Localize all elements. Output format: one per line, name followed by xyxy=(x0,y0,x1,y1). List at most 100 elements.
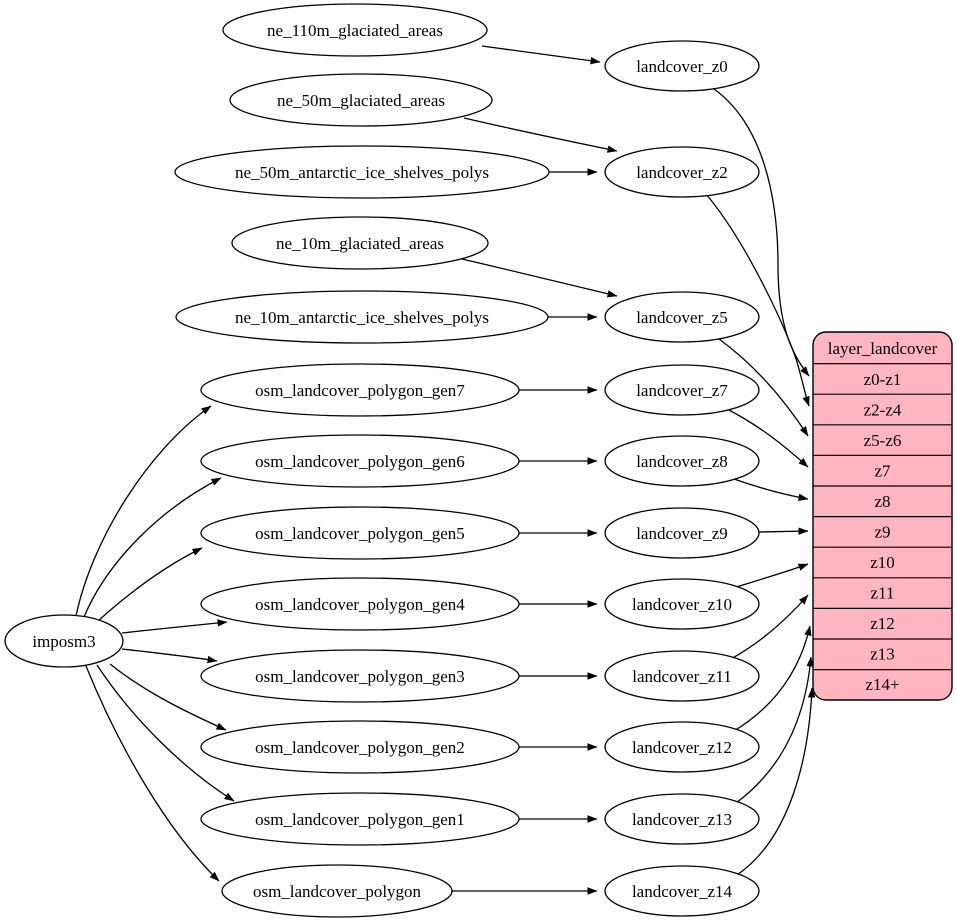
edge-landcover-z11-to-row-z11 xyxy=(728,594,809,661)
node-ellipse xyxy=(604,578,760,630)
node-osm-landcover-polygon-gen2: osm_landcover_polygon_gen2 xyxy=(200,720,520,774)
node-ellipse xyxy=(604,507,760,559)
node-ellipse xyxy=(174,145,550,199)
edge-imposm3-to-osm-landcover-polygon-gen1 xyxy=(96,664,235,802)
node-landcover-z0: landcover_z0 xyxy=(604,40,760,92)
node-osm-landcover-polygon-gen6: osm_landcover_polygon_gen6 xyxy=(200,434,520,488)
node-label: osm_landcover_polygon_gen4 xyxy=(255,595,465,614)
node-label: landcover_z5 xyxy=(636,308,728,327)
record-row-z12: z12 xyxy=(870,614,895,633)
node-ellipse xyxy=(200,792,520,846)
node-landcover-z11: landcover_z11 xyxy=(604,650,760,702)
node-label: landcover_z10 xyxy=(632,595,732,614)
node-label: osm_landcover_polygon_gen3 xyxy=(255,667,465,686)
node-ellipse xyxy=(200,506,520,560)
node-label: landcover_z14 xyxy=(632,882,733,901)
node-label: osm_landcover_polygon_gen7 xyxy=(255,381,465,400)
edge-ne-110m-glaciated-areas-to-landcover-z0 xyxy=(481,45,601,65)
node-ne-50m-glaciated-areas: ne_50m_glaciated_areas xyxy=(229,73,493,127)
record-row-z7: z7 xyxy=(874,462,891,481)
node-osm-landcover-polygon-gen3: osm_landcover_polygon_gen3 xyxy=(200,649,520,703)
edge-imposm3-to-osm-landcover-polygon-gen4 xyxy=(121,619,228,634)
record-row-z8: z8 xyxy=(874,492,890,511)
edge-imposm3-to-osm-landcover-polygon-gen2 xyxy=(109,663,227,731)
node-ellipse xyxy=(221,864,453,918)
node-label: landcover_z11 xyxy=(632,667,731,686)
node-ellipse xyxy=(604,721,760,773)
node-landcover-z12: landcover_z12 xyxy=(604,721,760,773)
node-landcover-z13: landcover_z13 xyxy=(604,793,760,845)
node-landcover-z10: landcover_z10 xyxy=(604,578,760,630)
edges-landcover-to-layer-record xyxy=(705,88,816,876)
record-row-z14plus: z14+ xyxy=(865,675,899,694)
node-label: osm_landcover_polygon_gen2 xyxy=(255,738,465,757)
node-label: landcover_z8 xyxy=(636,452,728,471)
edges-source-to-landcover xyxy=(452,45,618,895)
node-label: ne_10m_antarctic_ice_shelves_polys xyxy=(235,308,489,327)
node-label: landcover_z2 xyxy=(636,163,728,182)
node-label: landcover_z9 xyxy=(636,524,728,543)
node-label: osm_landcover_polygon xyxy=(253,882,422,901)
record-row-z11: z11 xyxy=(871,584,895,603)
record-title: layer_landcover xyxy=(828,339,938,358)
node-label: ne_110m_glaciated_areas xyxy=(267,21,443,40)
node-osm-landcover-polygon-gen7: osm_landcover_polygon_gen7 xyxy=(200,363,520,417)
node-ellipse xyxy=(231,216,489,270)
edge-ne-10m-glaciated-areas-to-landcover-z5 xyxy=(461,258,618,298)
node-ellipse xyxy=(4,614,124,668)
node-landcover-z7: landcover_z7 xyxy=(604,364,760,416)
edge-landcover-z14-to-row-z14plus xyxy=(736,687,816,876)
node-label: osm_landcover_polygon_gen5 xyxy=(255,524,465,543)
record-row-z0-z1: z0-z1 xyxy=(864,370,902,389)
node-ellipse xyxy=(604,435,760,487)
node-ellipse xyxy=(222,3,488,57)
record-row-z10: z10 xyxy=(870,553,895,572)
node-ellipse xyxy=(604,291,760,343)
edge-imposm3-to-osm-landcover-polygon-gen6 xyxy=(83,477,222,618)
node-label: ne_50m_glaciated_areas xyxy=(277,91,445,110)
node-ellipse xyxy=(200,577,520,631)
edge-landcover-z2-to-row-z2-z4 xyxy=(705,193,810,407)
node-label: landcover_z13 xyxy=(632,810,732,829)
edge-imposm3-to-osm-landcover-polygon-gen3 xyxy=(121,648,218,664)
node-landcover-z5: landcover_z5 xyxy=(604,291,760,343)
node-landcover-z9: landcover_z9 xyxy=(604,507,760,559)
record-layer-landcover: layer_landcover z0-z1 z2-z4 z5-z6 z7 z8 … xyxy=(812,331,953,701)
edge-landcover-z12-to-row-z12 xyxy=(733,625,812,732)
edge-ne-50m-glaciated-areas-to-landcover-z2 xyxy=(463,117,618,153)
node-landcover-z14: landcover_z14 xyxy=(604,865,760,917)
node-label: osm_landcover_polygon_gen6 xyxy=(255,452,465,471)
edge-landcover-z7-to-row-z7 xyxy=(726,408,809,468)
node-ellipse xyxy=(175,290,549,344)
edge-imposm3-to-osm-landcover-polygon-gen5 xyxy=(96,547,203,623)
node-ellipse xyxy=(604,650,760,702)
node-ellipse xyxy=(200,363,520,417)
edge-landcover-z10-to-row-z10 xyxy=(732,563,809,589)
node-osm-landcover-polygon: osm_landcover_polygon xyxy=(221,864,453,918)
edge-landcover-z8-to-row-z8 xyxy=(730,477,809,501)
edge-imposm3-to-osm-landcover-polygon-gen7 xyxy=(75,405,212,617)
edge-landcover-z13-to-row-z13 xyxy=(735,656,814,804)
node-label: imposm3 xyxy=(32,632,95,651)
record-row-z13: z13 xyxy=(870,645,895,664)
edge-landcover-z5-to-row-z5-z6 xyxy=(718,338,809,437)
node-label: ne_10m_glaciated_areas xyxy=(276,234,444,253)
node-ne-110m-glaciated-areas: ne_110m_glaciated_areas xyxy=(222,3,488,57)
node-ellipse xyxy=(604,146,760,198)
node-label: ne_50m_antarctic_ice_shelves_polys xyxy=(235,163,489,182)
edges-imposm3-to-osm-tables xyxy=(75,405,235,882)
node-ellipse xyxy=(604,40,760,92)
node-imposm3: imposm3 xyxy=(4,614,124,668)
node-label: landcover_z7 xyxy=(636,381,728,400)
edge-landcover-z9-to-row-z9 xyxy=(758,527,809,535)
record-row-z5-z6: z5-z6 xyxy=(864,431,902,450)
node-label: osm_landcover_polygon_gen1 xyxy=(255,810,465,829)
record-row-z9: z9 xyxy=(874,523,890,542)
node-osm-landcover-polygon-gen1: osm_landcover_polygon_gen1 xyxy=(200,792,520,846)
node-label: landcover_z12 xyxy=(632,738,732,757)
node-ne-10m-glaciated-areas: ne_10m_glaciated_areas xyxy=(231,216,489,270)
node-ne-50m-antarctic-ice-shelves-polys: ne_50m_antarctic_ice_shelves_polys xyxy=(174,145,550,199)
node-ellipse xyxy=(604,793,760,845)
node-ellipse xyxy=(229,73,493,127)
